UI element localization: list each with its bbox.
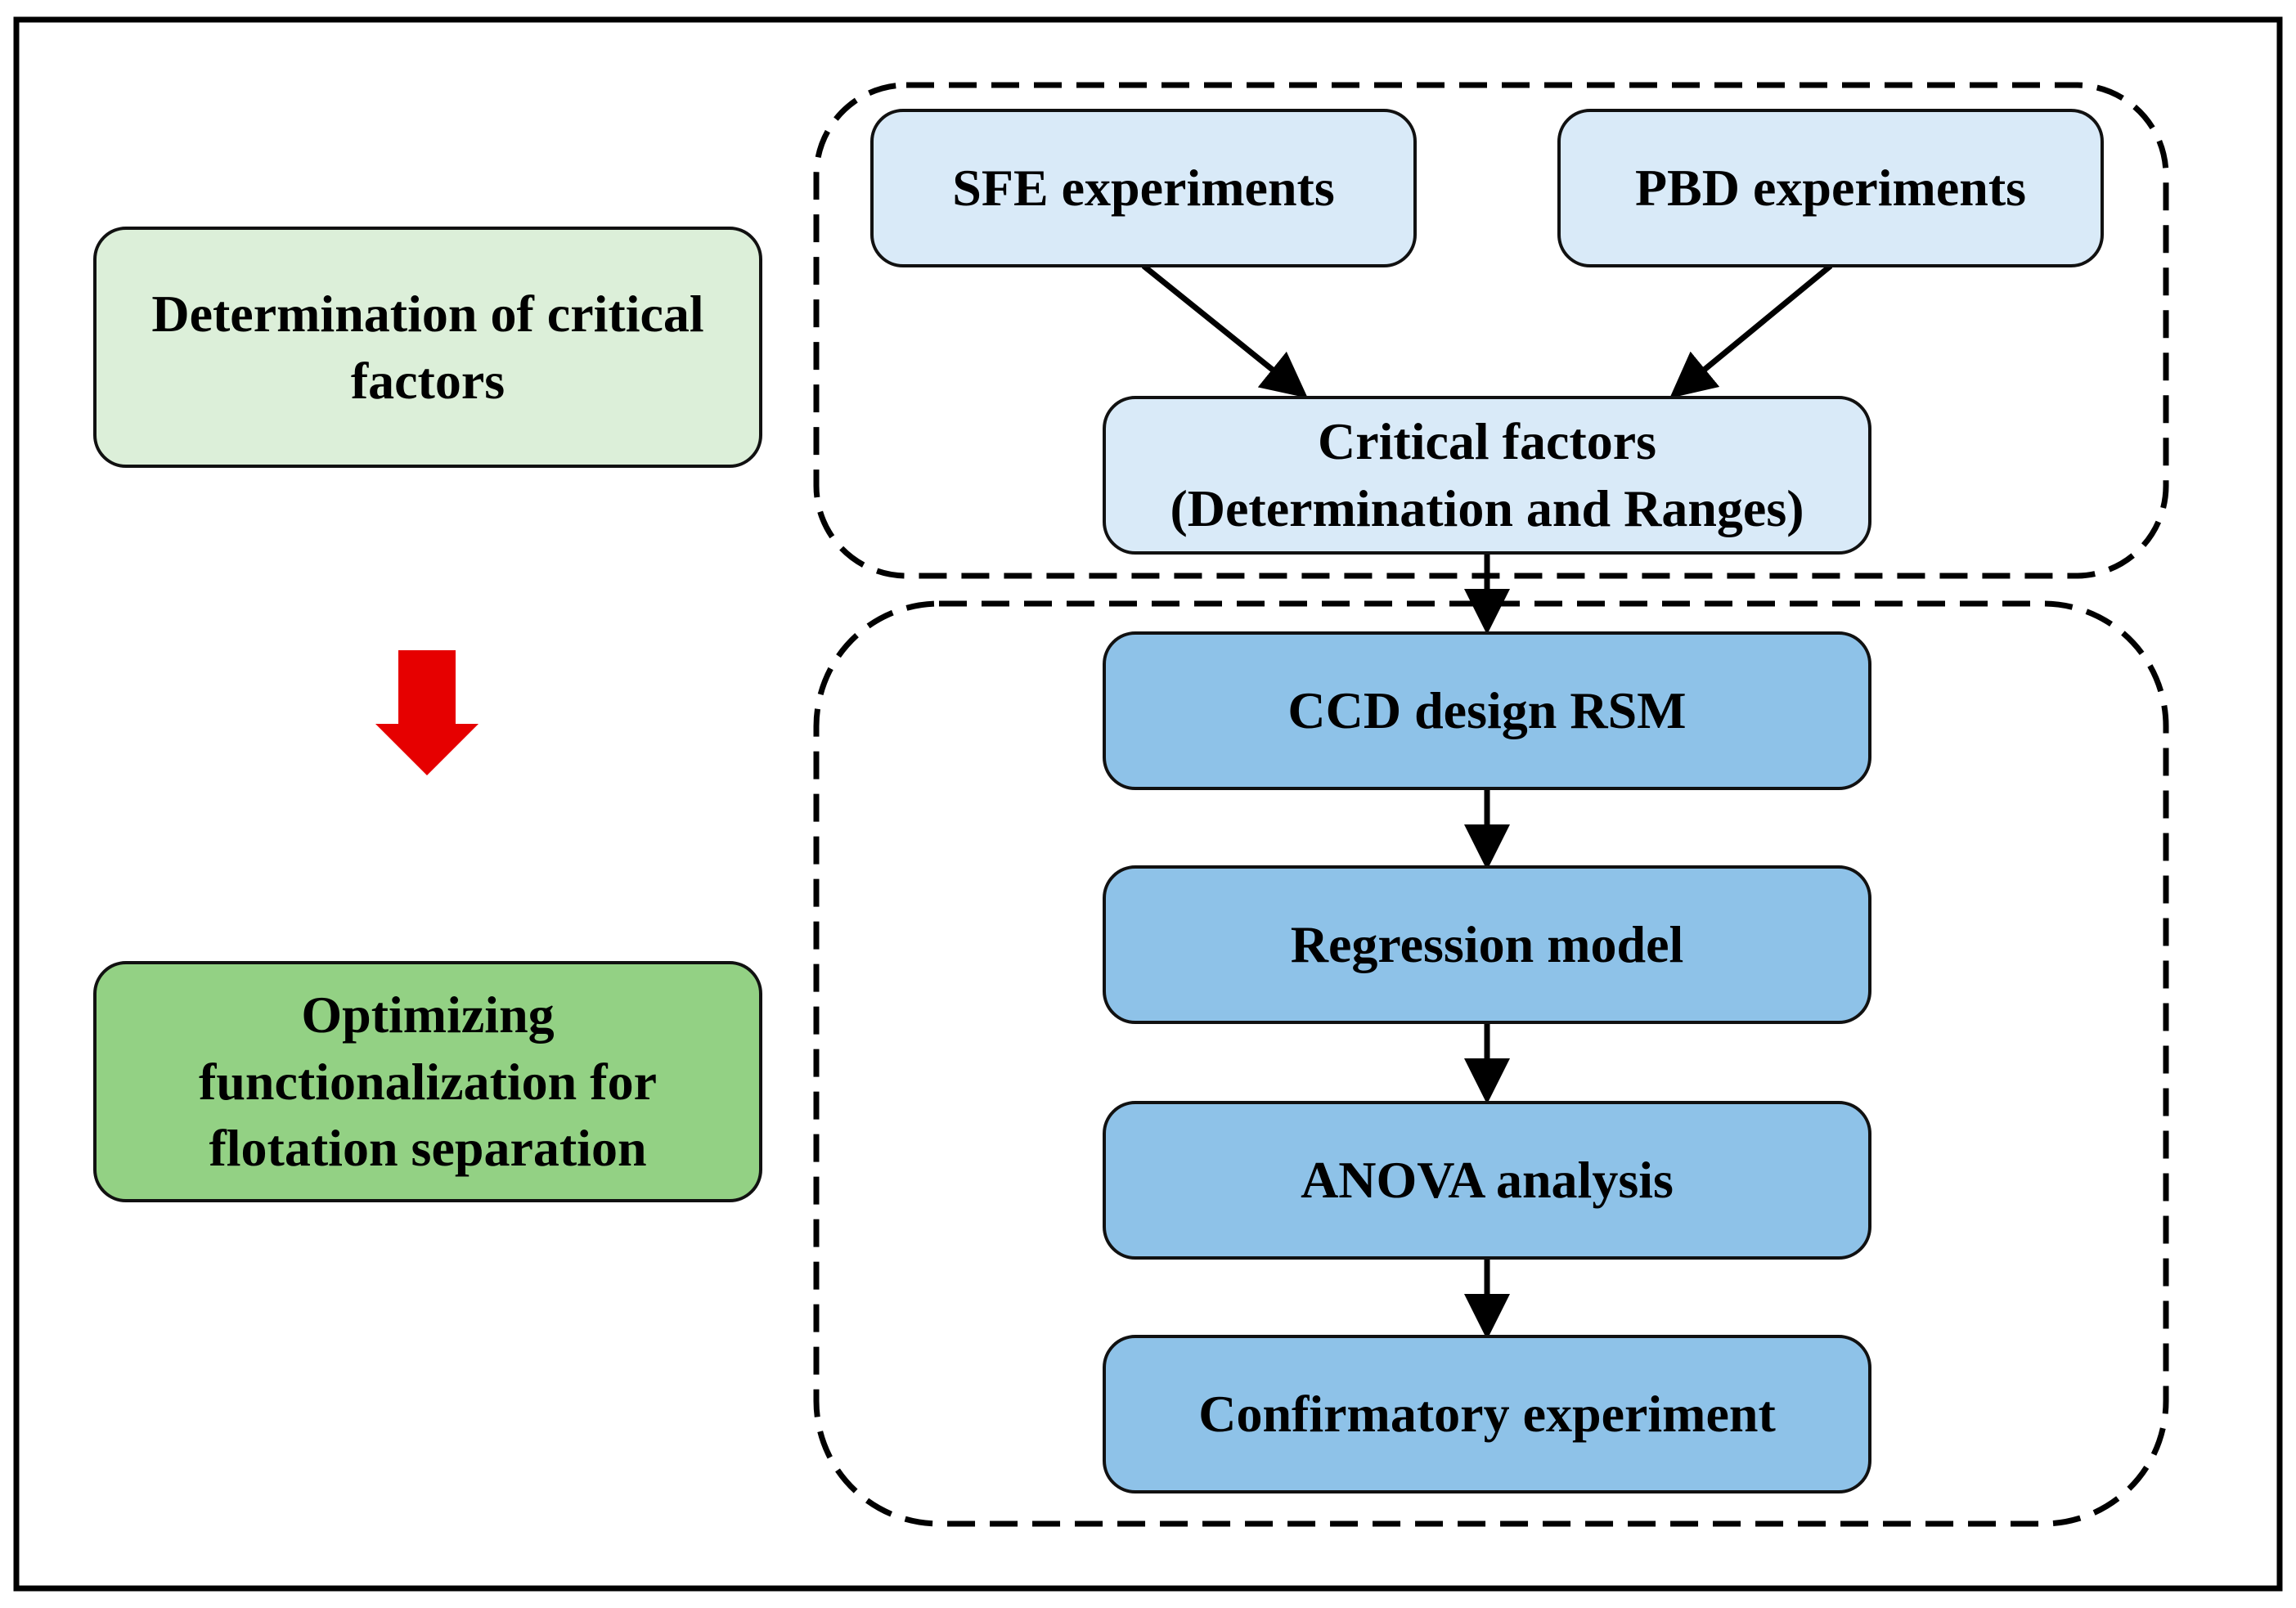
- outer-border: [13, 16, 2283, 1592]
- stage-optimizing-label: Optimizing functionalization for flotati…: [199, 985, 657, 1178]
- regression-model-label: Regression model: [1290, 915, 1684, 974]
- top-dashed-group: [813, 82, 2169, 579]
- stage-determination-box: Determination of critical factors: [93, 227, 762, 468]
- critical-factors-subtitle: (Determination and Ranges): [1170, 479, 1804, 537]
- sfe-experiments-label: SFE experiments: [952, 159, 1335, 218]
- confirmatory-experiment-label: Confirmatory experiment: [1198, 1385, 1776, 1444]
- confirmatory-experiment-box: Confirmatory experiment: [1103, 1335, 1871, 1493]
- bottom-dashed-group: [813, 600, 2169, 1527]
- sfe-experiments-box: SFE experiments: [870, 109, 1417, 267]
- anova-analysis-box: ANOVA analysis: [1103, 1101, 1871, 1260]
- red-down-arrow: [375, 650, 479, 775]
- critical-factors-title: Critical factors: [1317, 412, 1657, 471]
- stage-determination-label: Determination of critical factors: [151, 284, 704, 410]
- arrow-pbd-to-critical: [1669, 263, 1833, 398]
- ccd-design-label: CCD design RSM: [1287, 681, 1687, 740]
- ccd-design-box: CCD design RSM: [1103, 631, 1871, 790]
- pbd-experiments-label: PBD experiments: [1634, 159, 2027, 218]
- critical-factors-box: Critical factors (Determination and Rang…: [1103, 396, 1871, 555]
- regression-model-box: Regression model: [1103, 865, 1871, 1024]
- pbd-experiments-box: PBD experiments: [1557, 109, 2104, 267]
- arrow-sfe-to-critical: [1141, 263, 1308, 398]
- anova-analysis-label: ANOVA analysis: [1301, 1151, 1674, 1210]
- stage-optimizing-box: Optimizing functionalization for flotati…: [93, 961, 762, 1202]
